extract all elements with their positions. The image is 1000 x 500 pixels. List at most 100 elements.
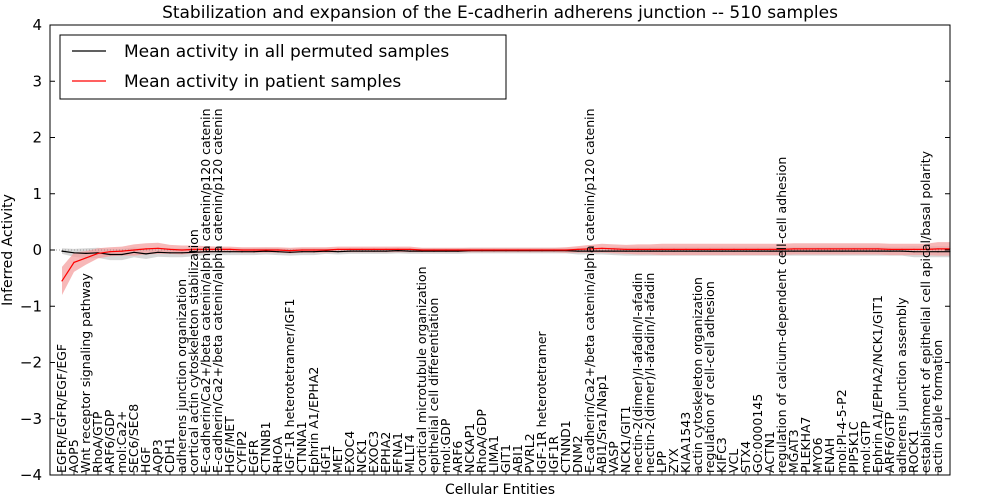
y-tick-label-0: −4	[20, 466, 42, 484]
x-tick-label-64: ENAH	[822, 438, 837, 473]
series-1-point-54	[709, 248, 711, 250]
y-tick-label-7: 3	[32, 72, 42, 90]
series-1-point-51	[673, 248, 675, 250]
series-1-point-7	[145, 248, 147, 250]
x-tick-label-24: EXOC4	[342, 431, 357, 473]
x-tick-label-17: CTNNB1	[258, 421, 273, 473]
x-tick-label-68: Ephrin A1/EPHA2/NCK1/GIT1	[870, 295, 885, 473]
series-0-point-6	[133, 251, 135, 253]
series-0-point-16	[253, 251, 255, 253]
x-tick-label-63: MYO6	[810, 437, 825, 473]
y-tick-label-1: −3	[20, 410, 42, 428]
series-1-point-71	[913, 248, 915, 250]
series-1-point-25	[361, 248, 363, 250]
series-0-point-55	[721, 250, 723, 252]
x-tick-label-0: EGFR/EGFR/EGF/EGF	[54, 344, 69, 473]
series-0-point-66	[853, 250, 855, 252]
x-tick-label-45: ABI1/Sra1/Nap1	[594, 374, 609, 473]
series-0-point-50	[661, 250, 663, 252]
x-tick-label-66: PIP5K1C	[846, 421, 861, 473]
series-0-point-15	[241, 251, 243, 253]
series-1-point-63	[817, 248, 819, 250]
series-1-point-33	[457, 249, 459, 251]
series-0-point-7	[145, 253, 147, 255]
series-0-point-24	[349, 250, 351, 252]
series-1-point-35	[481, 249, 483, 251]
series-1-point-42	[565, 249, 567, 251]
series-1-point-44	[589, 248, 591, 250]
series-0-point-19	[289, 251, 291, 253]
series-0-point-20	[301, 251, 303, 253]
series-1-point-14	[229, 248, 231, 250]
series-0-point-48	[637, 250, 639, 252]
x-tick-label-40: IGF-1R heterotetramer	[534, 330, 549, 473]
series-0-point-33	[457, 250, 459, 252]
legend-label-permuted: Mean activity in all permuted samples	[124, 42, 449, 62]
x-tick-label-32: mol:GDP	[438, 418, 453, 473]
series-1-point-69	[889, 248, 891, 250]
series-0-point-51	[673, 250, 675, 252]
series-0-point-22	[325, 250, 327, 252]
x-tick-label-47: NCK1/GIT1	[618, 406, 633, 473]
series-1-point-16	[253, 249, 255, 251]
x-tick-label-21: Ephrin A1/EPHA2	[306, 367, 321, 473]
series-1-point-17	[265, 249, 267, 251]
y-tick-label-5: 1	[32, 185, 42, 203]
y-tick-label-3: −1	[20, 297, 42, 315]
x-tick-label-28: EFNA1	[390, 432, 405, 473]
series-0-point-45	[601, 250, 603, 252]
series-1-point-57	[745, 248, 747, 250]
series-1-point-41	[553, 249, 555, 251]
x-tick-label-7: HGF	[138, 447, 153, 473]
x-tick-label-65: mol:PI-4-5-P2	[834, 389, 849, 473]
series-1-point-49	[649, 248, 651, 250]
series-1-point-26	[373, 248, 375, 250]
series-0-point-73	[937, 251, 939, 253]
legend-label-patient: Mean activity in patient samples	[124, 72, 401, 92]
x-tick-label-30: cortical microtubule organization	[414, 266, 429, 473]
series-band-1	[62, 242, 950, 295]
x-tick-label-39: PVRL2	[522, 433, 537, 473]
series-0-point-13	[217, 251, 219, 253]
series-0-point-31	[433, 250, 435, 252]
series-0-point-52	[685, 250, 687, 252]
x-tick-label-43: DNM2	[570, 435, 585, 473]
series-0-point-2	[85, 252, 87, 254]
series-1-point-62	[805, 248, 807, 250]
series-1-point-72	[925, 248, 927, 250]
series-1-point-29	[409, 248, 411, 250]
y-axis-label: Inferred Activity	[0, 194, 16, 306]
series-0-point-61	[793, 250, 795, 252]
legend: Mean activity in all permuted samples Me…	[59, 34, 507, 100]
x-tick-label-34: NCKAP1	[462, 423, 477, 473]
series-1-point-48	[637, 248, 639, 250]
series-1-point-73	[937, 248, 939, 250]
x-axis-label: Cellular Entities	[445, 482, 555, 498]
series-0-point-68	[877, 250, 879, 252]
x-tick-label-50: LPP	[654, 450, 669, 473]
series-1-point-38	[517, 249, 519, 251]
x-tick-label-2: Wnt receptor signaling pathway	[78, 273, 93, 473]
x-tick-label-31: epithelial cell differentiation	[426, 298, 441, 473]
x-tick-label-12: E-cadherin/Ca2+/beta catenin/alpha caten…	[198, 108, 213, 473]
series-0-point-58	[757, 250, 759, 252]
x-tick-label-15: CYFIP2	[234, 430, 249, 473]
series-1-point-55	[721, 248, 723, 250]
series-1-point-23	[337, 248, 339, 250]
series-1-point-8	[157, 247, 159, 249]
series-0-point-44	[589, 250, 591, 252]
x-tick-label-25: NCK1	[354, 439, 369, 473]
series-0-point-9	[169, 252, 171, 254]
chart-title: Stabilization and expansion of the E-cad…	[162, 3, 838, 23]
x-tick-label-48: nectin-2(dimer)/I-afadin/I-afadin	[630, 273, 645, 473]
x-tick-label-3: RhoA/GTP	[90, 411, 105, 473]
series-1-point-40	[541, 249, 543, 251]
series-1-point-12	[205, 248, 207, 250]
plot-area	[50, 242, 951, 295]
series-1-point-65	[841, 248, 843, 250]
x-tick-label-42: CTNND1	[558, 420, 573, 473]
series-0-point-14	[229, 251, 231, 253]
x-tick-label-11: cortical actin cytoskeleton stabilizatio…	[186, 229, 201, 473]
